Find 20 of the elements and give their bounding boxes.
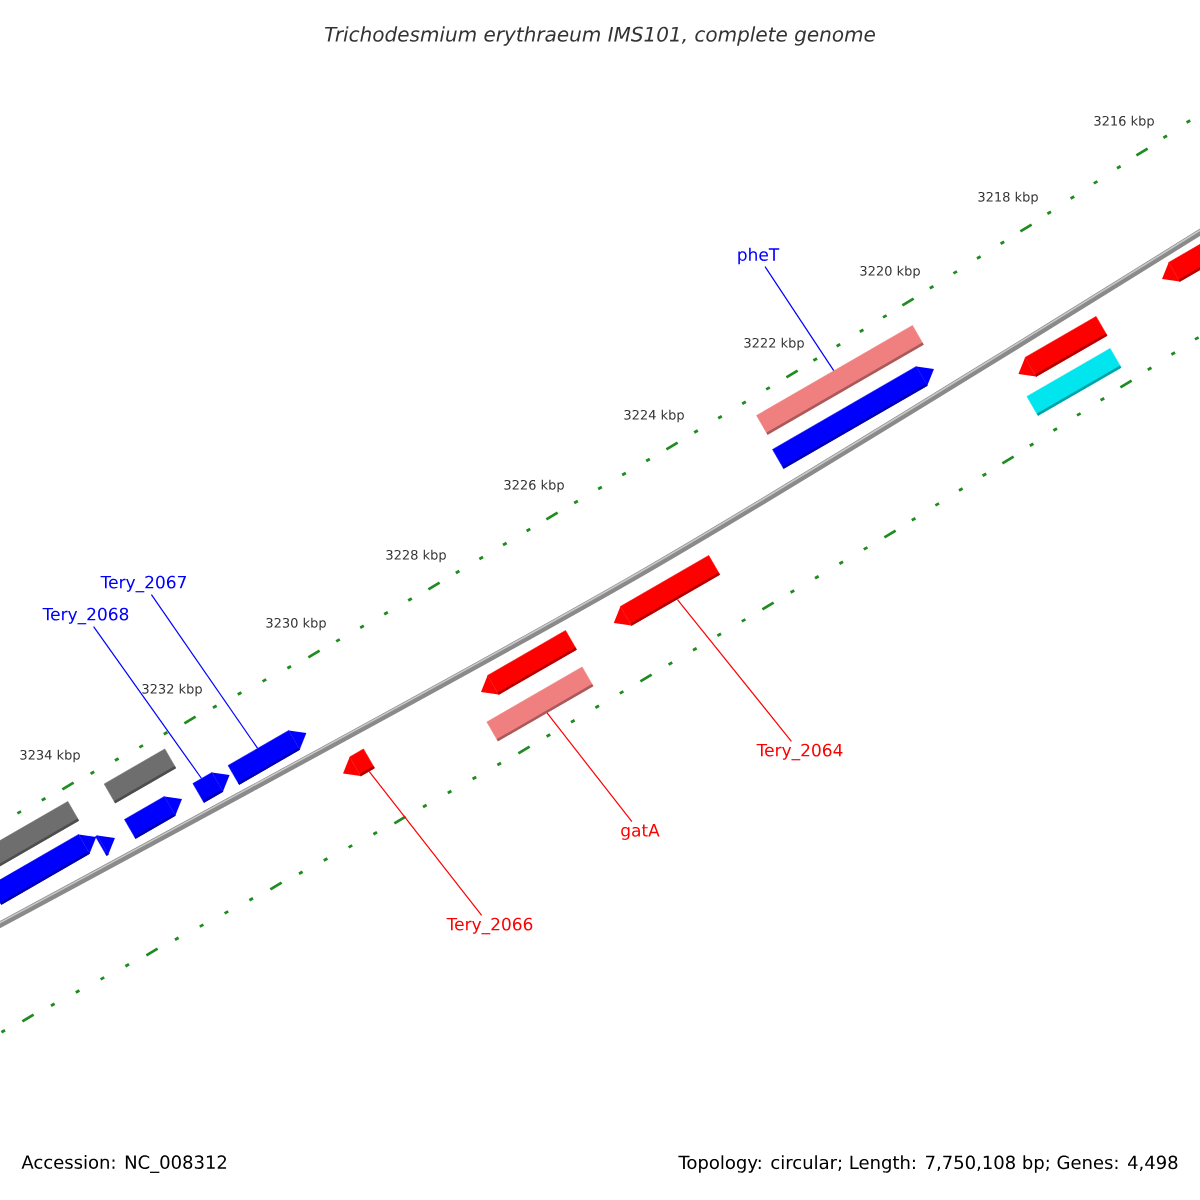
gene-feature xyxy=(613,555,721,626)
gene-feature xyxy=(343,748,375,777)
leader-line xyxy=(764,266,835,372)
gene-feature xyxy=(486,666,594,742)
gene-label: gatA xyxy=(621,824,660,840)
title: Trichodesmium erythraeum IMS101, complete genome xyxy=(325,26,875,46)
leader-line xyxy=(546,712,633,823)
leader-line xyxy=(676,598,792,742)
gene-feature xyxy=(227,730,307,785)
gene-label: Tery_2067 xyxy=(100,575,186,593)
gene-label: Tery_2064 xyxy=(756,743,843,761)
leader-line xyxy=(93,626,202,779)
footer-text: Accession: NC_008312 xyxy=(21,1155,227,1173)
leader-line xyxy=(150,594,259,749)
gene-label: Tery_2066 xyxy=(446,917,533,935)
gene-feature xyxy=(192,772,230,803)
gene-label: pheT xyxy=(738,247,780,265)
footer-text: Topology: circular; Length: 7,750,108 bp; Genes: 4,498 xyxy=(678,1155,1178,1173)
gene-label: Tery_2068 xyxy=(42,607,129,625)
leader-line xyxy=(368,770,483,916)
